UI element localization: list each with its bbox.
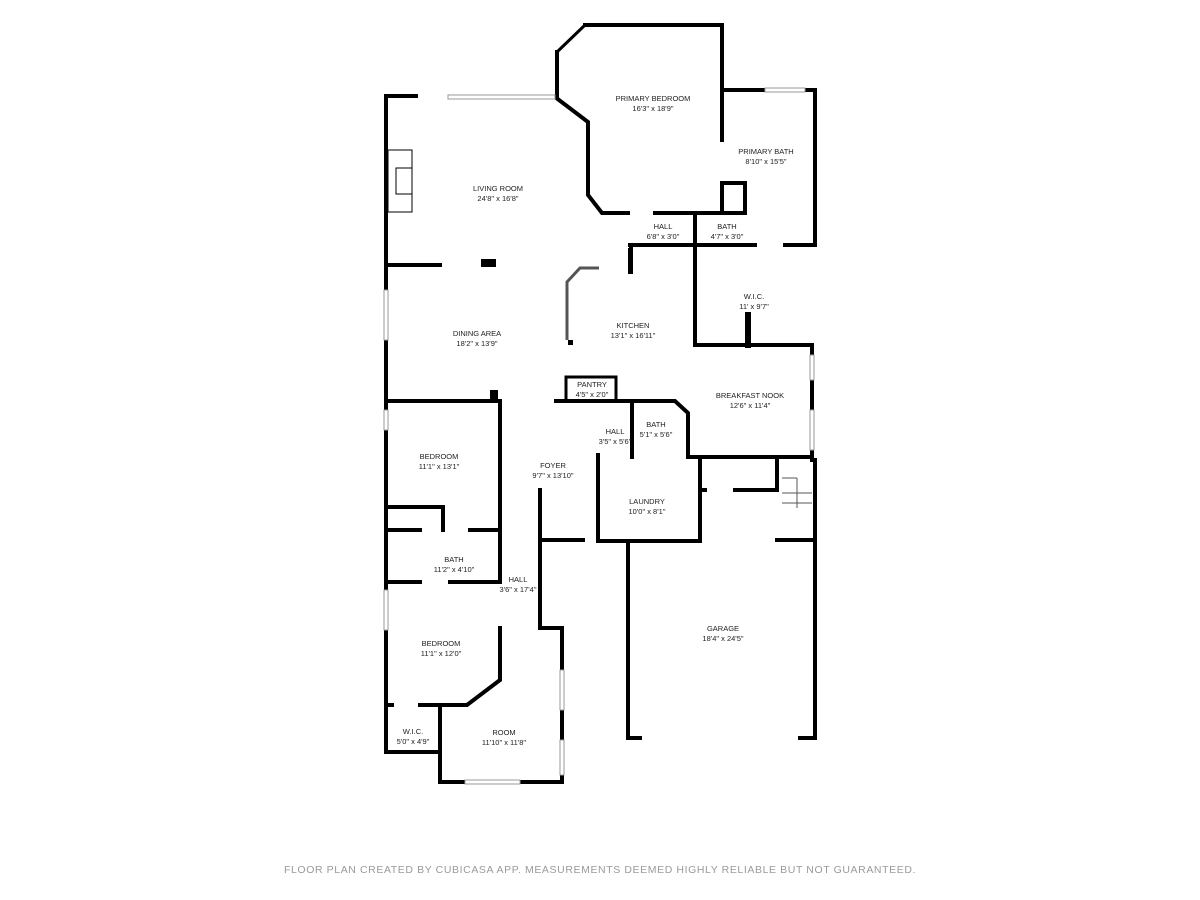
walls bbox=[384, 23, 817, 784]
windows bbox=[383, 23, 815, 785]
stairs bbox=[782, 477, 812, 508]
wall bbox=[723, 88, 817, 247]
fireplace bbox=[387, 149, 413, 213]
wall bbox=[596, 453, 702, 543]
window bbox=[809, 354, 815, 381]
column bbox=[481, 259, 496, 267]
column bbox=[568, 340, 573, 345]
window bbox=[383, 289, 389, 341]
kitchen-counter bbox=[565, 266, 599, 340]
window bbox=[383, 589, 389, 631]
room-label: W.I.C.5'0" x 4'9" bbox=[396, 727, 430, 746]
window bbox=[809, 409, 815, 451]
window bbox=[559, 669, 565, 711]
column bbox=[490, 390, 498, 400]
bay-window bbox=[555, 23, 587, 54]
wall bbox=[720, 181, 747, 215]
wall bbox=[698, 458, 814, 542]
window bbox=[764, 87, 806, 93]
wall bbox=[384, 505, 502, 584]
wall bbox=[564, 375, 618, 402]
window bbox=[447, 94, 556, 100]
window bbox=[383, 409, 389, 431]
fireplace-box bbox=[395, 167, 413, 195]
disclaimer-footer: FLOOR PLAN CREATED BY CUBICASA APP. MEAS… bbox=[283, 864, 917, 876]
wall bbox=[626, 458, 817, 740]
wall bbox=[552, 94, 630, 215]
wall bbox=[384, 488, 502, 754]
window bbox=[464, 779, 521, 785]
window bbox=[559, 739, 565, 776]
wall bbox=[693, 211, 814, 347]
room-label: W.I.C.11' x 9'7" bbox=[739, 292, 769, 311]
wall bbox=[384, 399, 814, 459]
